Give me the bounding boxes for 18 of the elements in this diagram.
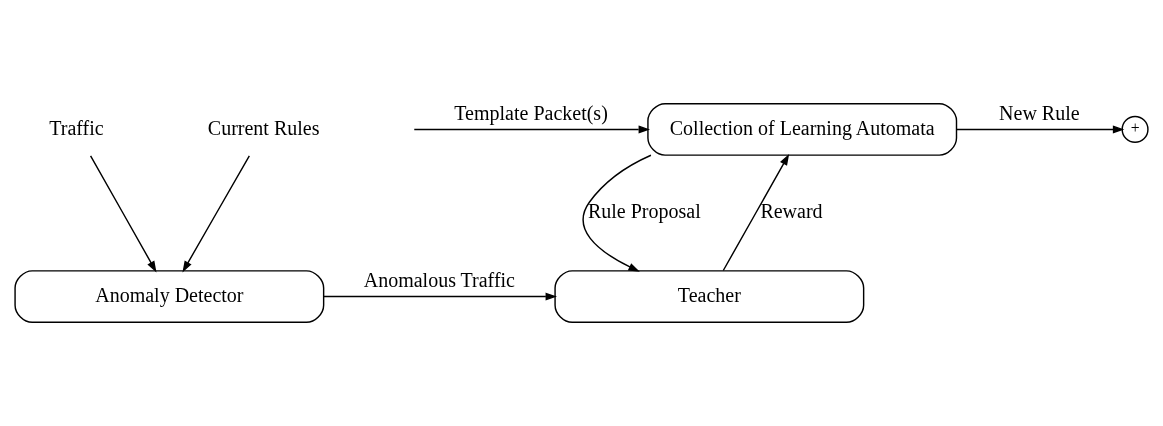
edge-label: New Rule: [999, 101, 1080, 124]
edge-label: Reward: [760, 200, 823, 223]
node-box: Collection of Learning Automata: [647, 103, 958, 156]
edge-label: Anomalous Traffic: [363, 268, 516, 291]
arrow: [956, 125, 1125, 134]
arrow: [582, 154, 652, 272]
node-circle: +: [1121, 115, 1149, 143]
node-text: Traffic: [49, 116, 104, 139]
node-box: Anomaly Detector: [14, 270, 325, 323]
arrow: [413, 125, 651, 134]
arrow: [89, 155, 157, 273]
edge-label: Rule Proposal: [587, 200, 701, 223]
arrow: [323, 292, 558, 301]
node-text: Current Rules: [207, 116, 320, 139]
arrow: [722, 153, 790, 272]
edge-label: Template Packet(s): [454, 101, 608, 124]
arrow: [182, 155, 251, 273]
node-box: Teacher: [554, 270, 865, 323]
